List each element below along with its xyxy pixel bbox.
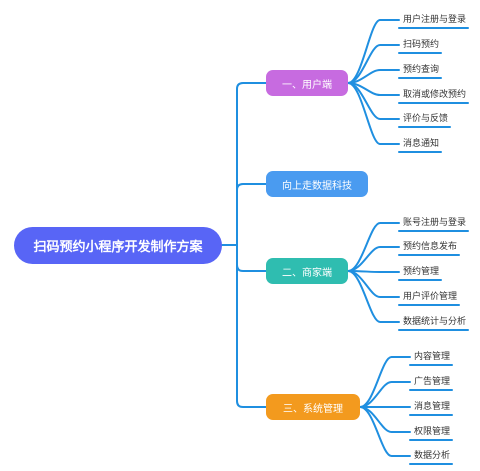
leaf-data-statistics[interactable]: 数据统计与分析 <box>403 317 467 327</box>
root-topic[interactable]: 扫码预约小程序开发制作方案 <box>14 227 222 264</box>
branch-system-management[interactable]: 三、系统管理 <box>266 394 360 420</box>
merchant-leaf-connector-1 <box>347 246 400 272</box>
leaf-data-analysis[interactable]: 数据分析 <box>414 451 451 461</box>
branch-merchant-side[interactable]: 二、商家端 <box>266 258 348 284</box>
branch-system-management-label: 三、系统管理 <box>283 403 343 415</box>
leaf-scan-booking[interactable]: 扫码预约 <box>403 40 440 50</box>
branch-connector-0 <box>236 82 267 246</box>
branch-user-side[interactable]: 一、用户端 <box>266 70 348 96</box>
branch-connector-2 <box>236 244 267 272</box>
branch-connector-1 <box>236 183 267 246</box>
merchant-leaf-connector-2 <box>347 270 400 273</box>
leaf-message-management[interactable]: 消息管理 <box>414 402 451 412</box>
branch-company-tag[interactable]: 向上走数据科技 <box>266 171 368 197</box>
leaf-notifications[interactable]: 消息通知 <box>403 139 440 149</box>
system-leaf-connector-4 <box>359 406 411 457</box>
user-leaf-connector-5 <box>347 82 400 145</box>
leaf-review-feedback[interactable]: 评价与反馈 <box>403 114 449 124</box>
leaf-permission-management[interactable]: 权限管理 <box>414 427 451 437</box>
branch-user-side-label: 一、用户端 <box>282 79 332 91</box>
branch-connector-3 <box>236 244 267 408</box>
leaf-ad-management[interactable]: 广告管理 <box>414 377 451 387</box>
root-topic-label: 扫码预约小程序开发制作方案 <box>33 240 203 255</box>
branch-company-tag-label: 向上走数据科技 <box>282 180 352 192</box>
leaf-booking-query[interactable]: 预约查询 <box>403 65 440 75</box>
leaf-user-review-management[interactable]: 用户评价管理 <box>403 292 458 302</box>
branch-merchant-side-label: 二、商家端 <box>282 267 332 279</box>
leaf-publish-booking-info[interactable]: 预约信息发布 <box>403 242 458 252</box>
leaf-booking-management[interactable]: 预约管理 <box>403 267 440 277</box>
leaf-account-register[interactable]: 账号注册与登录 <box>403 218 467 228</box>
merchant-leaf-connector-4 <box>347 270 400 323</box>
leaf-cancel-modify[interactable]: 取消或修改预约 <box>403 90 467 100</box>
leaf-user-register[interactable]: 用户注册与登录 <box>403 15 467 25</box>
leaf-content-management[interactable]: 内容管理 <box>414 352 451 362</box>
